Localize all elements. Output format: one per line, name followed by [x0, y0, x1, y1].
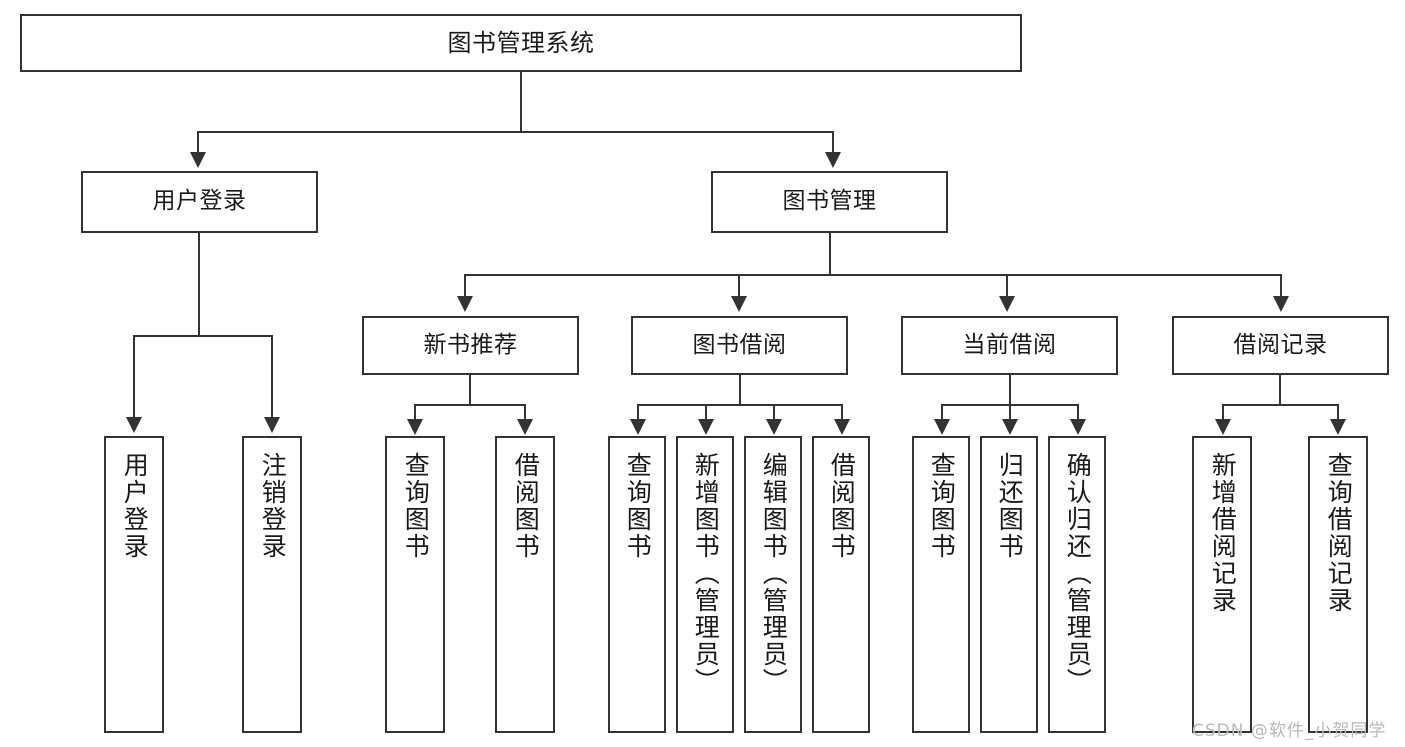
leaf-add-borrow-record[interactable]: 新增借阅记录 [1192, 436, 1252, 733]
edge-level3-drop-3 [1006, 274, 1008, 297]
node-label: 借阅记录 [1233, 331, 1328, 358]
edge-borrow-record-stem [1279, 375, 1281, 405]
node-label: 查询图书 [623, 452, 653, 560]
node-label: 查询图书 [401, 452, 431, 560]
node-label: 查询借阅记录 [1324, 452, 1354, 614]
edge-book-borrow-stem [739, 375, 741, 405]
node-label: 新增图书（管理员） [691, 452, 721, 695]
arrow-borrow-record-leaf-2 [1330, 419, 1346, 435]
arrow-book-borrow-leaf-1 [630, 419, 646, 435]
edge-root-bar [197, 131, 834, 133]
arrow-level3-book-borrow [731, 296, 747, 312]
arrow-borrow-record-leaf-1 [1215, 419, 1231, 435]
edge-new-book-drop-1 [414, 404, 416, 420]
arrow-to-book-management [825, 152, 841, 168]
node-book-borrow[interactable]: 图书借阅 [631, 316, 848, 375]
arrow-user-login-leaf-1 [126, 417, 142, 433]
node-user-login[interactable]: 用户登录 [81, 171, 318, 233]
edge-level3-drop-4 [1280, 274, 1282, 297]
edge-current-borrow-drop-3 [1077, 404, 1079, 420]
node-label: 图书管理系统 [447, 28, 595, 57]
arrow-new-book-leaf-1 [407, 419, 423, 435]
edge-level3-drop-2 [738, 274, 740, 297]
arrow-level3-current-borrow [999, 296, 1015, 312]
leaf-borrow-book[interactable]: 借阅图书 [812, 436, 870, 733]
edge-level3-bar [464, 274, 1280, 276]
leaf-edit-book-admin[interactable]: 编辑图书（管理员） [744, 436, 802, 733]
watermark-csdn: CSDN @软件_小贺同学 [1192, 721, 1387, 741]
node-label: 用户登录 [120, 452, 150, 560]
arrow-to-user-login [190, 152, 206, 168]
arrow-book-borrow-leaf-4 [834, 419, 850, 435]
edge-root-stem [520, 72, 522, 132]
arrow-current-borrow-leaf-2 [1002, 419, 1018, 435]
leaf-query-book-borrow[interactable]: 查询图书 [608, 436, 666, 733]
node-label: 确认归还（管理员） [1063, 452, 1093, 695]
edge-user-login-drop-2 [271, 335, 273, 418]
leaf-user-login[interactable]: 用户登录 [104, 436, 164, 733]
leaf-query-book-current[interactable]: 查询图书 [912, 436, 970, 733]
arrow-book-borrow-leaf-2 [698, 419, 714, 435]
edge-current-borrow-stem [1009, 375, 1011, 405]
edge-book-borrow-drop-2 [705, 404, 707, 420]
edge-to-user-login [197, 131, 199, 154]
leaf-return-book[interactable]: 归还图书 [980, 436, 1038, 733]
edge-borrow-record-bar [1222, 404, 1338, 406]
node-label: 编辑图书（管理员） [759, 452, 789, 695]
arrow-current-borrow-leaf-3 [1070, 419, 1086, 435]
node-book-management[interactable]: 图书管理 [711, 171, 948, 233]
node-label: 图书借阅 [692, 331, 787, 358]
node-label: 用户登录 [152, 188, 247, 215]
arrow-user-login-leaf-2 [264, 417, 280, 433]
leaf-add-book-admin[interactable]: 新增图书（管理员） [676, 436, 734, 733]
edge-to-book-management [832, 131, 834, 154]
node-label: 借阅图书 [827, 452, 857, 560]
leaf-confirm-return-admin[interactable]: 确认归还（管理员） [1048, 436, 1106, 733]
edge-new-book-stem [469, 375, 471, 405]
leaf-query-book-recommend[interactable]: 查询图书 [385, 436, 445, 733]
node-new-book-recommend[interactable]: 新书推荐 [362, 316, 579, 375]
node-label: 新书推荐 [423, 331, 518, 358]
edge-current-borrow-drop-1 [941, 404, 943, 420]
edge-new-book-drop-2 [524, 404, 526, 420]
leaf-borrow-book-recommend[interactable]: 借阅图书 [495, 436, 555, 733]
edge-current-borrow-drop-2 [1009, 404, 1011, 420]
node-borrow-record[interactable]: 借阅记录 [1172, 316, 1389, 375]
leaf-logout[interactable]: 注销登录 [242, 436, 302, 733]
arrow-level3-new-book [457, 296, 473, 312]
edge-borrow-record-drop-2 [1337, 404, 1339, 420]
arrow-current-borrow-leaf-1 [934, 419, 950, 435]
arrow-new-book-leaf-2 [517, 419, 533, 435]
edge-book-borrow-drop-3 [773, 404, 775, 420]
edge-level3-drop-1 [464, 274, 466, 297]
edge-user-login-stem [198, 233, 200, 336]
node-current-borrow[interactable]: 当前借阅 [901, 316, 1118, 375]
edge-book-borrow-drop-1 [637, 404, 639, 420]
node-label: 注销登录 [258, 452, 288, 560]
node-label: 图书管理 [782, 188, 877, 215]
edge-new-book-bar [414, 404, 525, 406]
arrow-book-borrow-leaf-3 [766, 419, 782, 435]
edge-book-management-stem [829, 233, 831, 275]
leaf-query-borrow-record[interactable]: 查询借阅记录 [1308, 436, 1368, 733]
node-label: 借阅图书 [511, 452, 541, 560]
edge-user-login-bar [133, 335, 272, 337]
edge-book-borrow-bar [637, 404, 842, 406]
edge-user-login-drop-1 [133, 335, 135, 418]
node-label: 新增借阅记录 [1208, 452, 1238, 614]
node-root-book-management-system[interactable]: 图书管理系统 [20, 14, 1022, 72]
node-label: 查询图书 [927, 452, 957, 560]
arrow-level3-borrow-record [1273, 296, 1289, 312]
node-label: 归还图书 [995, 452, 1025, 560]
node-label: 当前借阅 [962, 331, 1057, 358]
edge-book-borrow-drop-4 [841, 404, 843, 420]
edge-borrow-record-drop-1 [1222, 404, 1224, 420]
